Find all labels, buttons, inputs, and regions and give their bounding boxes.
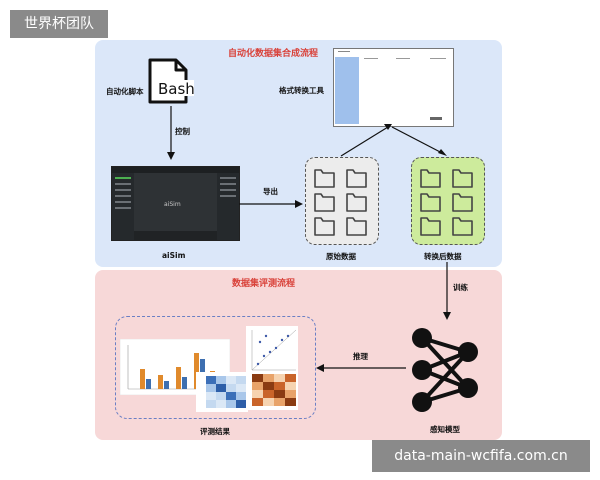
evaluation-pipeline-title: 数据集评测流程	[232, 279, 296, 289]
aisim-screenshot: aiSim	[111, 166, 240, 241]
folder-grid-converted	[420, 169, 473, 236]
aisim-right-panel	[217, 173, 239, 240]
corner-label: 世界杯团队	[10, 10, 108, 38]
results-scatter-heatmap-thumbnail	[246, 326, 298, 410]
tool-label: 格式转换工具	[279, 86, 324, 95]
aisim-label: aiSim	[162, 251, 186, 260]
watermark: data-main-wcfifa.com.cn	[372, 440, 590, 472]
raw-data-label: 原始数据	[326, 252, 356, 261]
inference-arrow	[316, 364, 406, 372]
control-arrow	[167, 106, 175, 160]
bash-script-icon	[148, 58, 194, 104]
inference-label: 推理	[353, 352, 368, 361]
train-label: 训练	[453, 283, 468, 292]
synthesis-pipeline-title: 自动化数据集合成流程	[228, 49, 319, 59]
neural-network-icon	[412, 328, 478, 412]
aisim-timeline	[134, 231, 217, 240]
tool-sidebar	[335, 57, 359, 124]
format-tool-screenshot	[333, 48, 454, 127]
bash-text: Bash	[158, 80, 195, 98]
results-heatmap-thumbnail	[196, 372, 248, 412]
converted-data-folders	[411, 157, 485, 245]
converted-data-label: 转换后数据	[424, 252, 462, 261]
control-label: 控制	[175, 127, 190, 136]
results-label: 评测结果	[200, 427, 230, 436]
script-label: 自动化脚本	[106, 87, 144, 96]
export-arrow	[239, 200, 303, 208]
folder-grid-raw	[314, 169, 367, 236]
evaluation-results-box	[115, 316, 316, 419]
aisim-menubar	[112, 167, 239, 173]
aisim-left-panel	[112, 173, 134, 240]
export-label: 导出	[263, 187, 278, 196]
model-label: 感知模型	[430, 425, 460, 434]
raw-data-folders	[305, 157, 379, 245]
aisim-screen-logo: aiSim	[164, 201, 181, 208]
train-arrow	[443, 262, 451, 320]
